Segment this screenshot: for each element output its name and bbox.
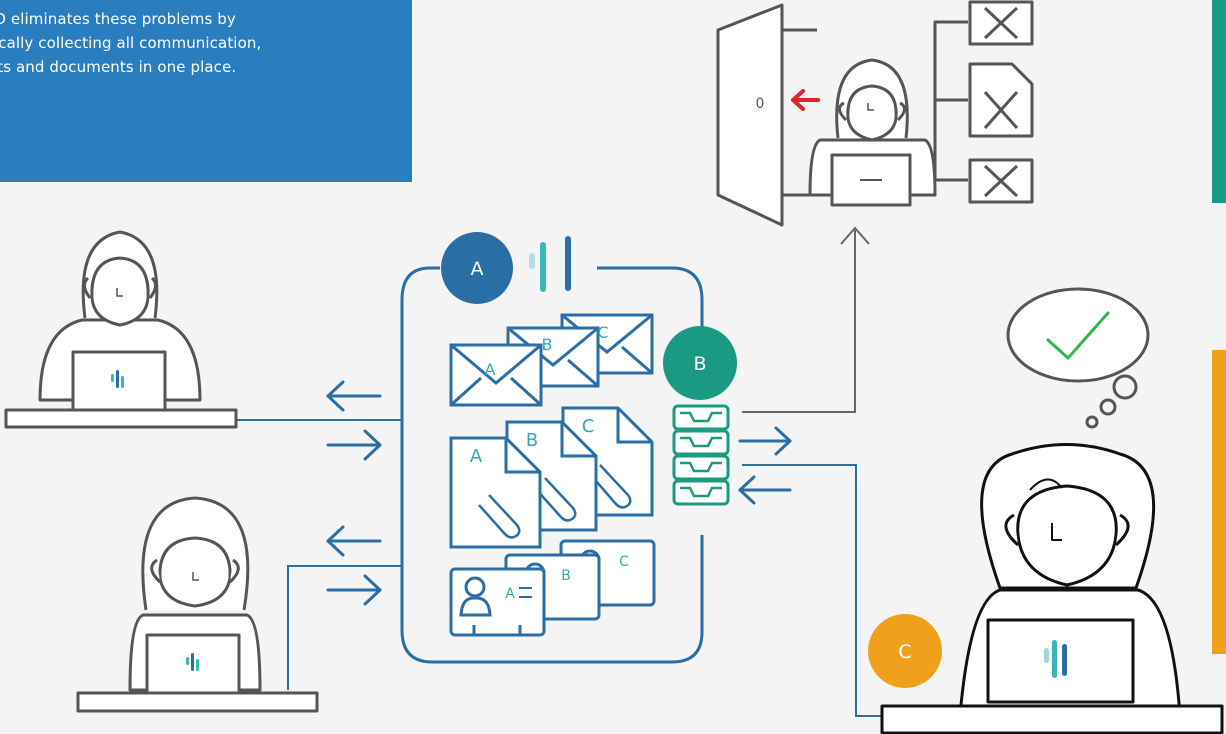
connector-manager: [742, 230, 856, 413]
arrow-left-icon: [738, 475, 792, 505]
hub-frame-top: [597, 266, 704, 345]
hub-frame: [400, 266, 704, 664]
arrow-right-icon: [738, 426, 792, 456]
tado-logo-icon: [529, 236, 571, 292]
svg-text:C: C: [597, 323, 608, 342]
svg-text:C: C: [582, 416, 595, 437]
info-panel: TADO eliminates these problems by matica…: [0, 0, 412, 182]
arrow-left-icon: [326, 525, 382, 557]
document-icon: [449, 436, 542, 549]
manager-door-scene: 0: [716, 0, 1034, 227]
svg-text:A: A: [485, 360, 496, 379]
archive-trays-icon: [672, 404, 730, 506]
close-icon: [968, 158, 1034, 204]
svg-text:0: 0: [756, 96, 765, 112]
rejected-document-icon: [968, 62, 1034, 138]
documents-stack: [449, 406, 654, 549]
arrow-up-icon: [840, 226, 870, 245]
svg-text:B: B: [526, 430, 538, 451]
tado-logo-icon: [186, 653, 199, 671]
teal-accent-bar: [1212, 0, 1226, 203]
worker-2: [76, 496, 319, 713]
badge-c: C: [868, 614, 942, 688]
badge-b: B: [663, 326, 737, 400]
contact-card-icon: [449, 567, 546, 637]
envelopes-stack: [449, 313, 654, 407]
worker-1: [4, 230, 238, 429]
svg-text:A: A: [470, 446, 483, 467]
badge-a: A: [441, 232, 513, 304]
svg-text:C: C: [619, 554, 629, 570]
connector-user2: [287, 565, 402, 690]
svg-text:C: C: [898, 641, 911, 663]
orange-accent-bar: [1212, 350, 1226, 654]
svg-text:A: A: [471, 258, 484, 280]
envelope-icon: [449, 343, 543, 407]
svg-text:B: B: [542, 335, 553, 354]
svg-text:B: B: [561, 568, 571, 584]
worker-3: [880, 443, 1224, 734]
tado-logo-icon: [1044, 640, 1067, 678]
thought-bubble: [1006, 287, 1150, 429]
svg-text:B: B: [693, 353, 706, 375]
connector-user3: [742, 464, 884, 717]
arrow-left-icon: [791, 89, 820, 111]
svg-text:A: A: [505, 586, 515, 602]
tado-logo-icon: [111, 370, 124, 388]
door: [716, 3, 784, 227]
checkmark-icon: [1046, 311, 1110, 361]
contact-cards-stack: [449, 539, 656, 637]
info-panel-text: TADO eliminates these problems by matica…: [0, 10, 262, 76]
arrow-left-icon: [326, 380, 382, 412]
close-icon: [968, 0, 1034, 46]
arrow-right-icon: [326, 429, 382, 461]
arrow-right-icon: [326, 574, 382, 606]
